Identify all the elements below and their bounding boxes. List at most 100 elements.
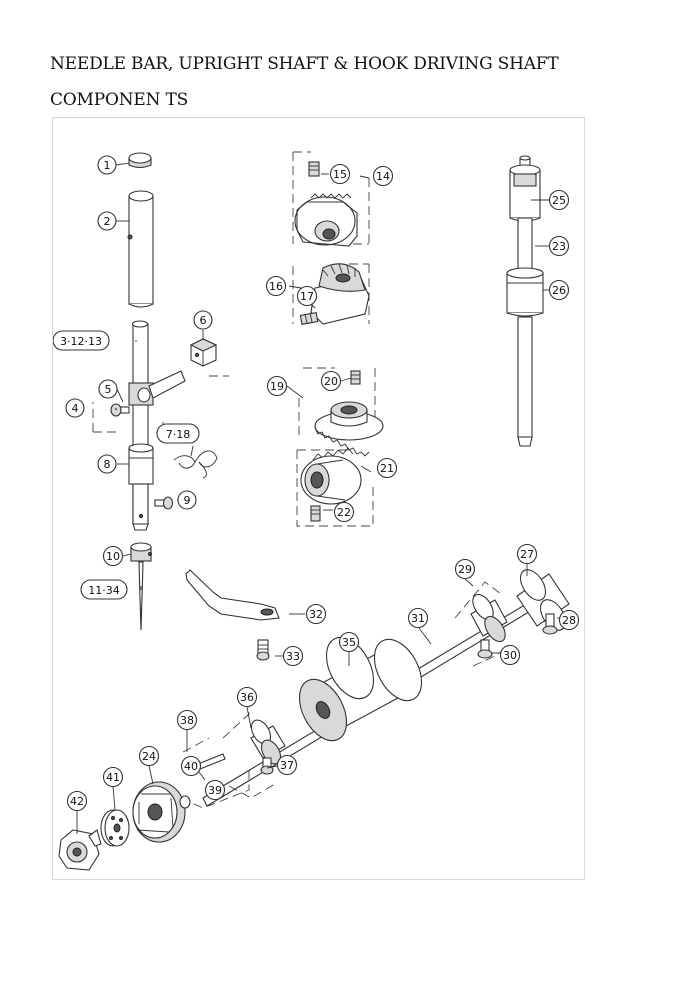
svg-text:27: 27: [520, 548, 534, 561]
page-title: NEEDLE BAR, UPRIGHT SHAFT & HOOK DRIVING…: [50, 54, 559, 110]
svg-text:37: 37: [280, 759, 294, 772]
callout-11-34: 11·34: [80, 579, 128, 600]
part-gear-21: [300, 447, 362, 505]
callout-38: 38: [176, 709, 198, 731]
svg-text:23: 23: [552, 240, 566, 253]
hook-driving-shaft-assembly: [58, 569, 570, 871]
svg-text:22: 22: [337, 506, 351, 519]
svg-text:19: 19: [270, 380, 284, 393]
callout-5: 5: [98, 379, 118, 399]
svg-text:38: 38: [180, 714, 194, 727]
svg-text:28: 28: [562, 614, 576, 627]
svg-text:11·34: 11·34: [88, 584, 120, 597]
callout-6: 6: [193, 310, 213, 330]
callout-2: 2: [97, 211, 117, 231]
svg-text:20: 20: [324, 375, 338, 388]
callout-35: 35: [338, 631, 360, 653]
part-screw-5: [110, 403, 130, 417]
svg-text:2: 2: [104, 215, 111, 228]
callout-14: 14: [372, 165, 394, 187]
svg-text:15: 15: [333, 168, 347, 181]
part-needle-bar-rod-3: [128, 320, 186, 531]
svg-text:16: 16: [269, 280, 283, 293]
callout-19: 19: [266, 375, 288, 397]
callout-25: 25: [548, 189, 570, 211]
part-collar-29: [470, 593, 508, 643]
part-gear-19: [314, 401, 384, 457]
part-needle-bar-upper-2: [127, 190, 154, 308]
svg-text:33: 33: [286, 650, 300, 663]
svg-text:35: 35: [342, 636, 356, 649]
svg-text:17: 17: [300, 290, 314, 303]
callout-1: 1: [97, 155, 117, 175]
part-lever-32: [185, 569, 280, 621]
callout-21: 21: [376, 457, 398, 479]
callout-41: 41: [102, 766, 124, 788]
part-set-screw-17: [299, 312, 319, 325]
callout-28: 28: [558, 609, 580, 631]
callout-9: 9: [177, 490, 197, 510]
callout-33: 33: [282, 645, 304, 667]
svg-text:29: 29: [458, 563, 472, 576]
svg-text:39: 39: [208, 784, 222, 797]
svg-text:40: 40: [184, 760, 198, 773]
part-needle-11-34: [138, 561, 144, 631]
callout-16: 16: [265, 275, 287, 297]
callout-3-12-13: 3·12·13: [53, 330, 110, 351]
part-bobbin-case-42: [58, 829, 102, 871]
part-set-screw-15: [308, 161, 320, 177]
part-screw-33: [256, 639, 270, 661]
callout-26: 26: [548, 279, 570, 301]
part-set-screw-22: [310, 505, 321, 522]
svg-text:31: 31: [411, 612, 425, 625]
callout-20: 20: [320, 370, 342, 392]
part-cap-1: [128, 152, 152, 169]
svg-text:24: 24: [142, 750, 156, 763]
gear-group-14: [292, 151, 370, 247]
callout-40: 40: [180, 755, 202, 777]
part-screw-28: [542, 613, 558, 635]
svg-text:26: 26: [552, 284, 566, 297]
callout-17: 17: [296, 285, 318, 307]
part-upright-shaft-23: [517, 217, 533, 274]
part-set-screw-20: [350, 370, 361, 385]
part-needle-clamp-10: [130, 542, 152, 562]
part-bobbin-41: [100, 809, 130, 847]
svg-text:9: 9: [184, 494, 191, 507]
svg-text:25: 25: [552, 194, 566, 207]
part-screw-37: [260, 757, 274, 775]
callout-22: 22: [333, 501, 355, 523]
upright-shaft-assembly: [506, 155, 544, 447]
callout-24: 24: [138, 745, 160, 767]
svg-text:14: 14: [376, 170, 390, 183]
gear-group-19: [298, 367, 384, 457]
callout-7-18: 7·18: [156, 423, 200, 444]
callout-32: 32: [305, 603, 327, 625]
callout-29: 29: [454, 558, 476, 580]
callout-10: 10: [102, 545, 124, 567]
part-gear-14: [294, 193, 358, 247]
callout-8: 8: [97, 454, 117, 474]
callout-4: 4: [65, 398, 85, 418]
part-bushing-25: [509, 164, 541, 222]
part-screw-30: [477, 639, 493, 659]
svg-text:4: 4: [72, 402, 79, 415]
svg-text:36: 36: [240, 691, 254, 704]
svg-text:3·12·13: 3·12·13: [60, 335, 102, 348]
svg-text:30: 30: [503, 649, 517, 662]
part-sleeve-35: [298, 636, 423, 742]
callout-31: 31: [407, 607, 429, 629]
callout-27: 27: [516, 543, 538, 565]
part-block-6: [189, 338, 218, 367]
parts-diagram-frame: 1 2 3·12·13 4 5 6 7·18 8 9 10 11·34 14 1…: [52, 117, 585, 880]
callout-23: 23: [548, 235, 570, 257]
svg-text:1: 1: [104, 159, 111, 172]
callout-36: 36: [236, 686, 258, 708]
svg-text:10: 10: [106, 550, 120, 563]
callout-15: 15: [329, 163, 351, 185]
svg-text:41: 41: [106, 771, 120, 784]
part-bushing-26: [506, 267, 544, 317]
part-bevel-gear-16: [310, 263, 370, 325]
part-screw-9: [154, 496, 174, 510]
part-thread-guide-7-18: [173, 450, 218, 479]
